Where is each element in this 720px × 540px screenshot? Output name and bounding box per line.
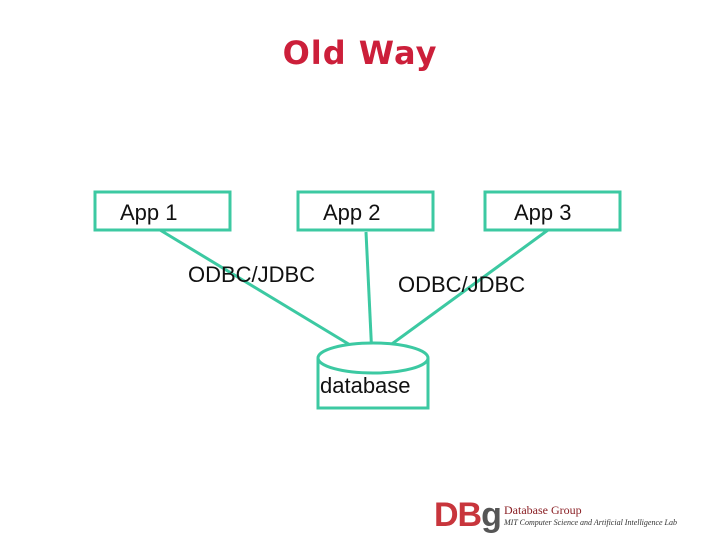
app-box-1: App 1: [93, 190, 232, 232]
dbg-logo: DBg Database Group MIT Computer Science …: [432, 495, 692, 535]
driver-label-left: ODBC/JDBC: [188, 262, 315, 287]
database-label: database: [320, 373, 411, 398]
dbg-logo-lab: MIT Computer Science and Artificial Inte…: [504, 518, 678, 527]
connector-app1-database: [159, 228, 371, 359]
app-label-2: App 2: [323, 200, 381, 225]
app-box-3: App 3: [483, 190, 622, 232]
driver-label-right: ODBC/JDBC: [398, 272, 525, 297]
dbg-logo-group: Database Group: [504, 503, 582, 517]
connector-lines: [159, 228, 549, 359]
slide-title: Old Way: [282, 34, 438, 72]
app-label-3: App 3: [514, 200, 572, 225]
connector-app2-database: [364, 231, 374, 358]
app-box-2: App 2: [296, 190, 435, 232]
database-cylinder: database: [316, 341, 430, 410]
app-label-1: App 1: [120, 200, 178, 225]
dbg-logo-mark: DBg: [434, 496, 502, 534]
connector-app3-database: [373, 228, 549, 359]
